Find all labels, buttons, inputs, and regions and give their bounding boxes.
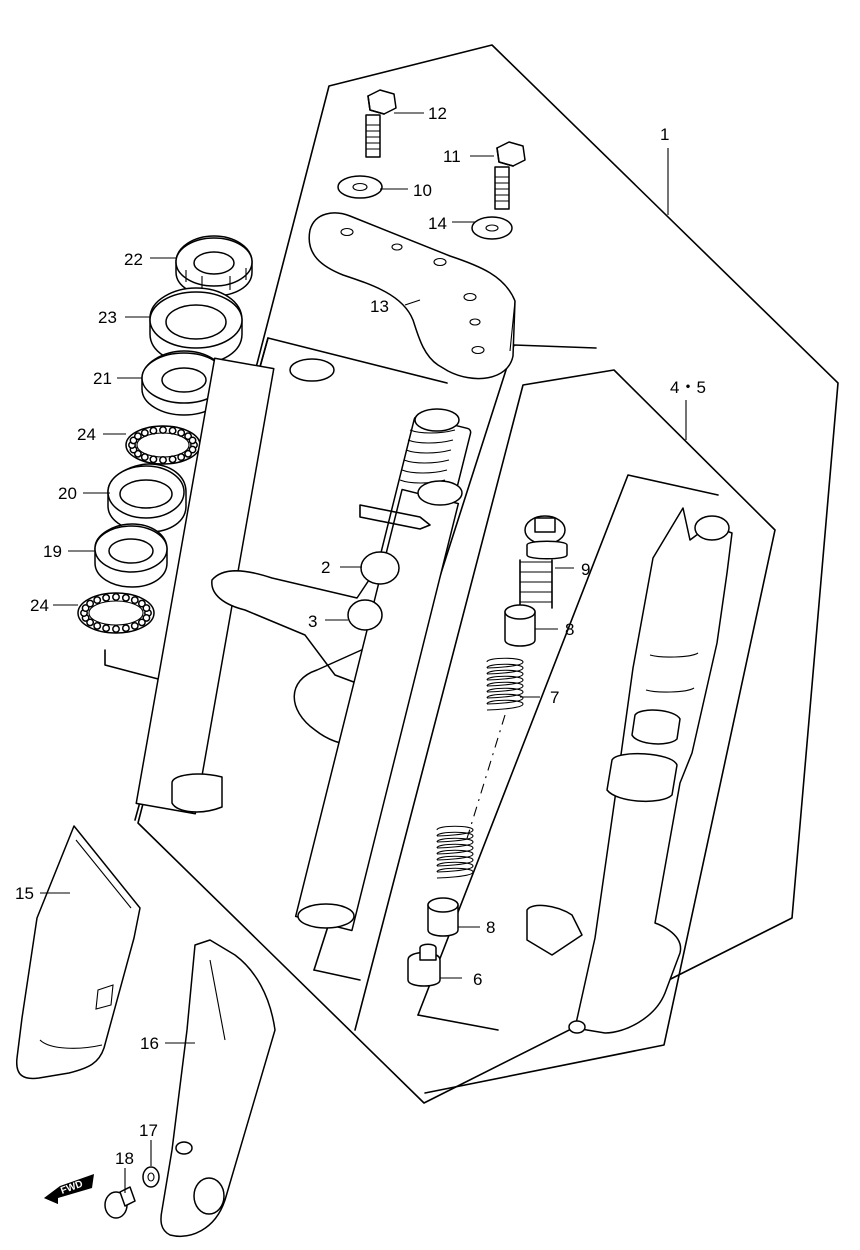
ball-retainer-24-lower <box>77 592 155 634</box>
callout-24-lower: 24 <box>30 596 49 615</box>
bearing-ball <box>188 436 197 445</box>
callout-17: 17 <box>139 1121 158 1140</box>
callout-19: 19 <box>43 542 62 561</box>
fwd-direction-badge: FWD <box>44 1174 94 1204</box>
bearing-ball <box>140 453 149 462</box>
fwd-label: FWD <box>59 1179 84 1197</box>
bearing-race-19 <box>94 523 168 588</box>
screw-18 <box>104 1186 136 1219</box>
washer-17 <box>142 1166 160 1188</box>
bearing-ball <box>86 599 95 608</box>
callout-7: 7 <box>550 688 559 707</box>
bearing-ball <box>168 426 177 435</box>
bearing-ball <box>184 449 193 458</box>
fork-cover-16 <box>160 939 276 1237</box>
bearing-ball <box>93 621 102 630</box>
bearing-ball <box>112 625 120 633</box>
bearing-ball <box>149 455 158 464</box>
oil-lock-piece-6 <box>407 943 441 987</box>
callout-9: 9 <box>581 560 590 579</box>
bearing-ball <box>130 621 139 630</box>
callout-24-upper: 24 <box>77 425 96 444</box>
bearing-ball <box>137 618 146 627</box>
bearing-ball <box>102 593 111 602</box>
bearing-race-21 <box>141 350 227 416</box>
callout-16: 16 <box>140 1034 159 1053</box>
outer-fork-leg-4-5 <box>526 507 733 1034</box>
bearing-ball <box>177 453 186 462</box>
fork-spring-7 <box>436 657 524 879</box>
bearing-race-20 <box>107 463 187 533</box>
callout-8-upper: 8 <box>565 620 574 639</box>
callout-1: 1 <box>660 125 669 144</box>
damper-group-outline-2 <box>417 1014 499 1031</box>
stem-bearing-seat-3 <box>347 599 383 631</box>
bearing-ball <box>93 596 102 605</box>
bearing-ball <box>133 432 142 441</box>
bearing-ball <box>142 604 151 613</box>
cable-guide <box>359 504 431 530</box>
ball-retainer-24-upper <box>125 425 201 465</box>
bolt-12 <box>365 89 397 158</box>
callout-4-5: 4・5 <box>670 378 706 397</box>
bearing-ball <box>149 426 158 435</box>
callout-18: 18 <box>115 1149 134 1168</box>
stem-collar-2 <box>360 551 400 585</box>
callout-22: 22 <box>124 250 143 269</box>
bolt-11 <box>494 141 526 210</box>
bearing-ball <box>140 428 149 437</box>
callout-20: 20 <box>58 484 77 503</box>
damper-rod-9 <box>519 515 568 609</box>
lock-nut-22 <box>175 235 253 297</box>
bearing-ball <box>81 604 90 613</box>
callout-10: 10 <box>413 181 432 200</box>
washer-10 <box>337 175 383 199</box>
bearing-ball <box>86 618 95 627</box>
inner-tube-group-outline-2 <box>313 969 361 981</box>
bearing-cover-23 <box>149 287 243 365</box>
bearing-ball <box>121 624 130 633</box>
handlebar-bracket-13 <box>308 212 516 380</box>
callout-15: 15 <box>15 884 34 903</box>
bearing-ball <box>177 428 186 437</box>
callout-11: 11 <box>443 147 461 166</box>
leader-lines <box>40 112 687 1193</box>
bearing-ball <box>102 624 111 633</box>
bearing-ball <box>112 593 120 601</box>
spring-seat-8-upper <box>504 604 536 647</box>
bearing-group-bracket <box>104 649 163 681</box>
bearing-ball <box>137 599 146 608</box>
spring-seat-8-lower <box>427 897 459 937</box>
bearing-ball <box>159 426 167 434</box>
callout-12: 12 <box>428 104 447 123</box>
callout-2: 2 <box>321 558 330 577</box>
bearing-ball <box>142 613 151 622</box>
fork-leg-group-outline <box>354 369 776 1094</box>
damper-group-outline <box>417 474 719 1016</box>
callout-21: 21 <box>93 369 112 388</box>
callout-8-lower: 8 <box>486 918 495 937</box>
inner-tube-right <box>294 480 463 932</box>
callout-6: 6 <box>473 970 482 989</box>
bearing-ball <box>168 455 177 464</box>
washer-14 <box>471 216 513 240</box>
callout-3: 3 <box>308 612 317 631</box>
fork-cover-15 <box>16 825 141 1080</box>
callout-13: 13 <box>370 297 389 316</box>
assembly-1-outline <box>137 44 839 1104</box>
bearing-ball <box>159 456 167 464</box>
callout-23: 23 <box>98 308 117 327</box>
outer-tube-bottom-left <box>171 773 223 813</box>
bearing-ball <box>130 596 139 605</box>
bearing-ball <box>121 593 130 602</box>
callout-14: 14 <box>428 214 447 233</box>
